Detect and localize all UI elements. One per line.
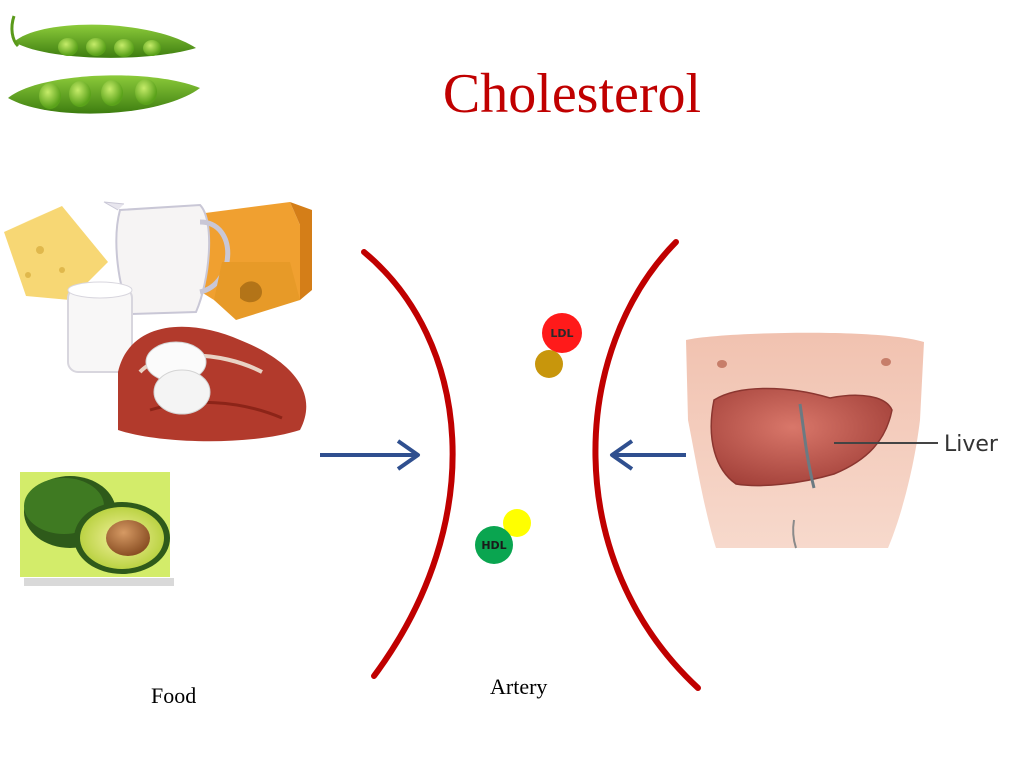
artery-left-wall [361,249,456,679]
slide-title: Cholesterol [442,63,702,125]
ldl-label: LDL [550,327,573,340]
artery-right-wall [592,239,701,691]
liver-label: Liver [944,432,999,457]
hdl-label: HDL [481,539,506,552]
food-label: Food [151,683,197,708]
hdl-particle: HDL [475,509,531,564]
liver-torso-icon: Liver [686,332,999,549]
pea-pod-icon [8,15,200,114]
dairy-meat-eggs-icon [4,201,312,442]
avocado-icon [20,472,174,586]
ldl-particle: LDL [535,313,582,378]
artery-label: Artery [490,674,548,699]
arrow-left-icon [610,439,686,471]
arrow-right-icon [320,439,420,471]
